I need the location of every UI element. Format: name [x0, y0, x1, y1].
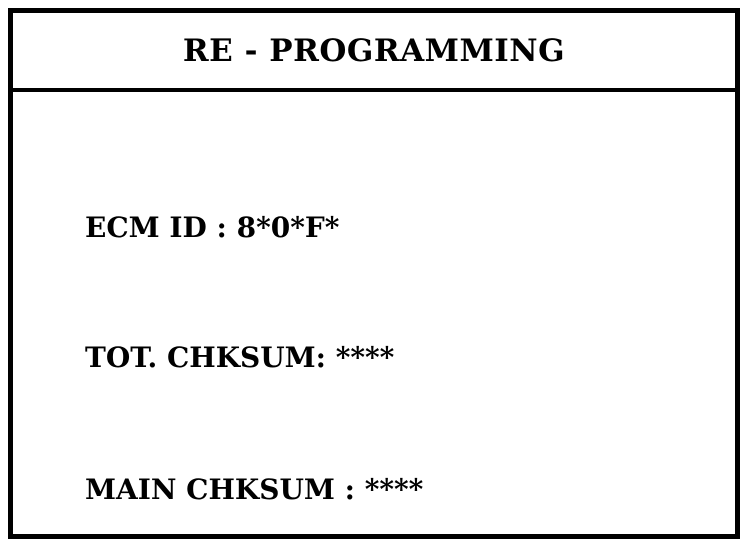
title-bar: RE - PROGRAMMING	[13, 13, 735, 92]
total-checksum-readout: TOT. CHKSUM: ****	[85, 341, 395, 374]
main-checksum-readout: MAIN CHKSUM : ****	[85, 473, 424, 506]
display-screen: RE - PROGRAMMING ECM ID : 8*0*F* TOT. CH…	[8, 8, 740, 539]
screen-title: RE - PROGRAMMING	[182, 32, 566, 69]
ecm-id-readout: ECM ID : 8*0*F*	[85, 211, 340, 244]
